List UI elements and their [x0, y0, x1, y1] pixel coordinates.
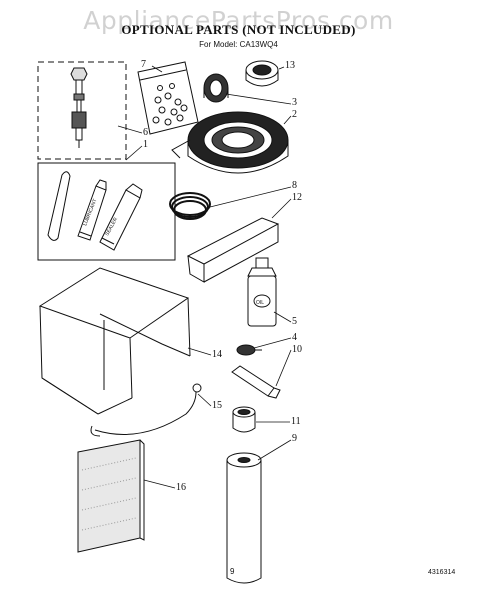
valve-cap — [236, 344, 262, 356]
tube-b — [99, 183, 143, 251]
callout-14: 14 — [212, 349, 222, 360]
small-tube — [231, 365, 281, 399]
foam-strip — [186, 217, 280, 283]
callout-10: 10 — [292, 344, 302, 355]
page-number: 9 — [230, 567, 235, 576]
tape-roll — [245, 60, 279, 87]
callout-15: 15 — [212, 400, 222, 411]
filter-pad — [77, 439, 145, 553]
oil-bottle — [247, 257, 277, 327]
valve-part — [70, 67, 88, 148]
callout-3: 3 — [292, 97, 297, 108]
foam-roll-large — [171, 111, 289, 174]
callout-13: 13 — [285, 60, 295, 71]
watermark: AppliancePartsPros.com — [83, 6, 394, 35]
document-number: 4316314 — [428, 569, 456, 576]
callout-5: 5 — [292, 316, 297, 327]
callout-11: 11 — [291, 416, 301, 427]
spray-can — [226, 452, 262, 584]
spatula — [47, 171, 71, 241]
callout-6: 6 — [143, 127, 148, 138]
callout-4: 4 — [292, 332, 297, 343]
cover-strap — [90, 383, 202, 437]
valve-kit-box — [37, 61, 127, 160]
callout-7: 7 — [141, 59, 146, 70]
callout-12: 12 — [292, 192, 302, 203]
tube-b-label: SEALER — [104, 216, 119, 237]
foam-roll-small — [203, 73, 229, 103]
callout-2: 2 — [292, 109, 297, 120]
sealant-jar — [232, 406, 256, 433]
hardware-bag — [137, 61, 199, 135]
callout-1: 1 — [143, 139, 148, 150]
leader-lines — [117, 65, 292, 489]
coiled-cord — [169, 192, 211, 220]
callout-9: 9 — [292, 433, 297, 444]
oil-bottle-label: OIL — [256, 300, 264, 306]
tube-a — [77, 179, 107, 241]
callout-8: 8 — [292, 180, 297, 191]
page-title: OPTIONAL PARTS (NOT INCLUDED) — [121, 22, 356, 37]
callout-16: 16 — [176, 482, 186, 493]
unit-cover — [38, 267, 191, 415]
model-subtitle: For Model: CA13WQ4 — [199, 40, 278, 49]
